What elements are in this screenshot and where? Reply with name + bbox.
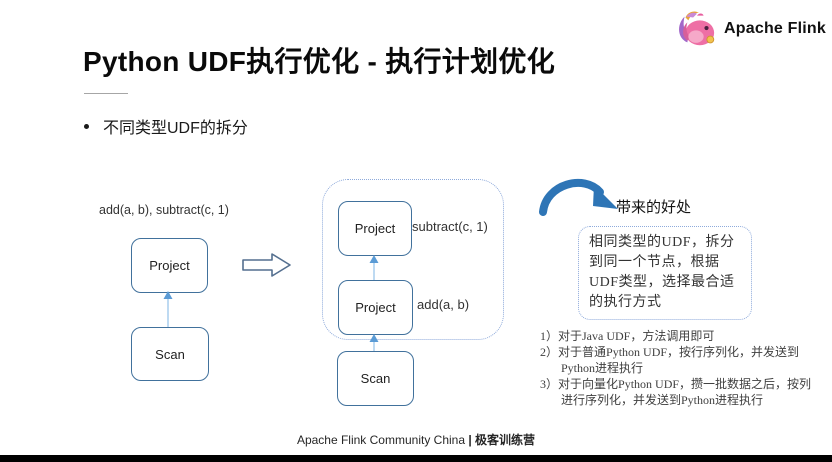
- apache-flink-logo: Apache Flink: [674, 8, 826, 50]
- list-item-text: 对于向量化Python UDF，攒一批数据之后，按列: [558, 377, 812, 391]
- list-item: 2）对于普通Python UDF，按行序列化，并发送到: [540, 344, 811, 360]
- list-item-text: 对于普通Python UDF，按行序列化，并发送到: [558, 345, 800, 359]
- split-group-container: [322, 179, 504, 340]
- before-scan-to-project-arrow: [163, 291, 173, 327]
- flink-squirrel-icon: [679, 11, 715, 46]
- before-plan-annotation: add(a, b), subtract(c, 1): [99, 203, 229, 217]
- footer-credit: Apache Flink Community China | 极客训练营: [0, 431, 832, 448]
- page-title: Python UDF执行优化 - 执行计划优化: [83, 46, 555, 77]
- bullet-dot: [84, 123, 89, 129]
- after-project2-to-project1-arrow: [369, 255, 379, 280]
- list-item-number: 2）: [540, 345, 559, 359]
- benefit-points-list: 1）对于Java UDF，方法调用即可 2）对于普通Python UDF，按行序…: [540, 328, 811, 408]
- bullet-item: 不同类型UDF的拆分: [84, 114, 248, 138]
- after-project2-node: Project: [338, 280, 413, 335]
- logo-text: Apache Flink: [724, 20, 826, 37]
- transform-arrow-icon: [242, 253, 291, 277]
- list-item: 1）对于Java UDF，方法调用即可: [540, 328, 811, 344]
- after-project1-node: Project: [338, 201, 412, 256]
- after-scan-to-project2-arrow: [369, 334, 379, 351]
- after-project1-annotation: subtract(c, 1): [412, 219, 488, 234]
- before-scan-node: Scan: [131, 327, 209, 381]
- after-scan-node: Scan: [337, 351, 414, 406]
- before-project-node: Project: [131, 238, 208, 293]
- list-item-text: 对于Java UDF，方法调用即可: [558, 329, 715, 343]
- bottom-black-bar: [0, 455, 832, 462]
- bullet-text: 不同类型UDF的拆分: [103, 120, 248, 137]
- list-item-number: 1）: [540, 329, 559, 343]
- benefit-title: 带来的好处: [616, 200, 692, 216]
- list-item-continuation: Python进程执行: [561, 361, 644, 375]
- after-project2-annotation: add(a, b): [417, 297, 470, 312]
- footer-text: Apache Flink Community China: [296, 433, 469, 447]
- list-item: 3）对于向量化Python UDF，攒一批数据之后，按列: [540, 376, 811, 392]
- benefit-note-box: 相同类型的UDF，拆分到同一个节点，根据UDF类型，选择最合适的执行方式: [578, 226, 752, 320]
- footer-text-bold: | 极客训练营: [468, 433, 536, 447]
- benefit-curved-arrow-icon: [539, 179, 618, 216]
- list-item-number: 3）: [540, 377, 559, 391]
- list-item-continuation: 进行序列化，并发送到Python进程执行: [561, 393, 764, 407]
- title-underline: [84, 93, 128, 94]
